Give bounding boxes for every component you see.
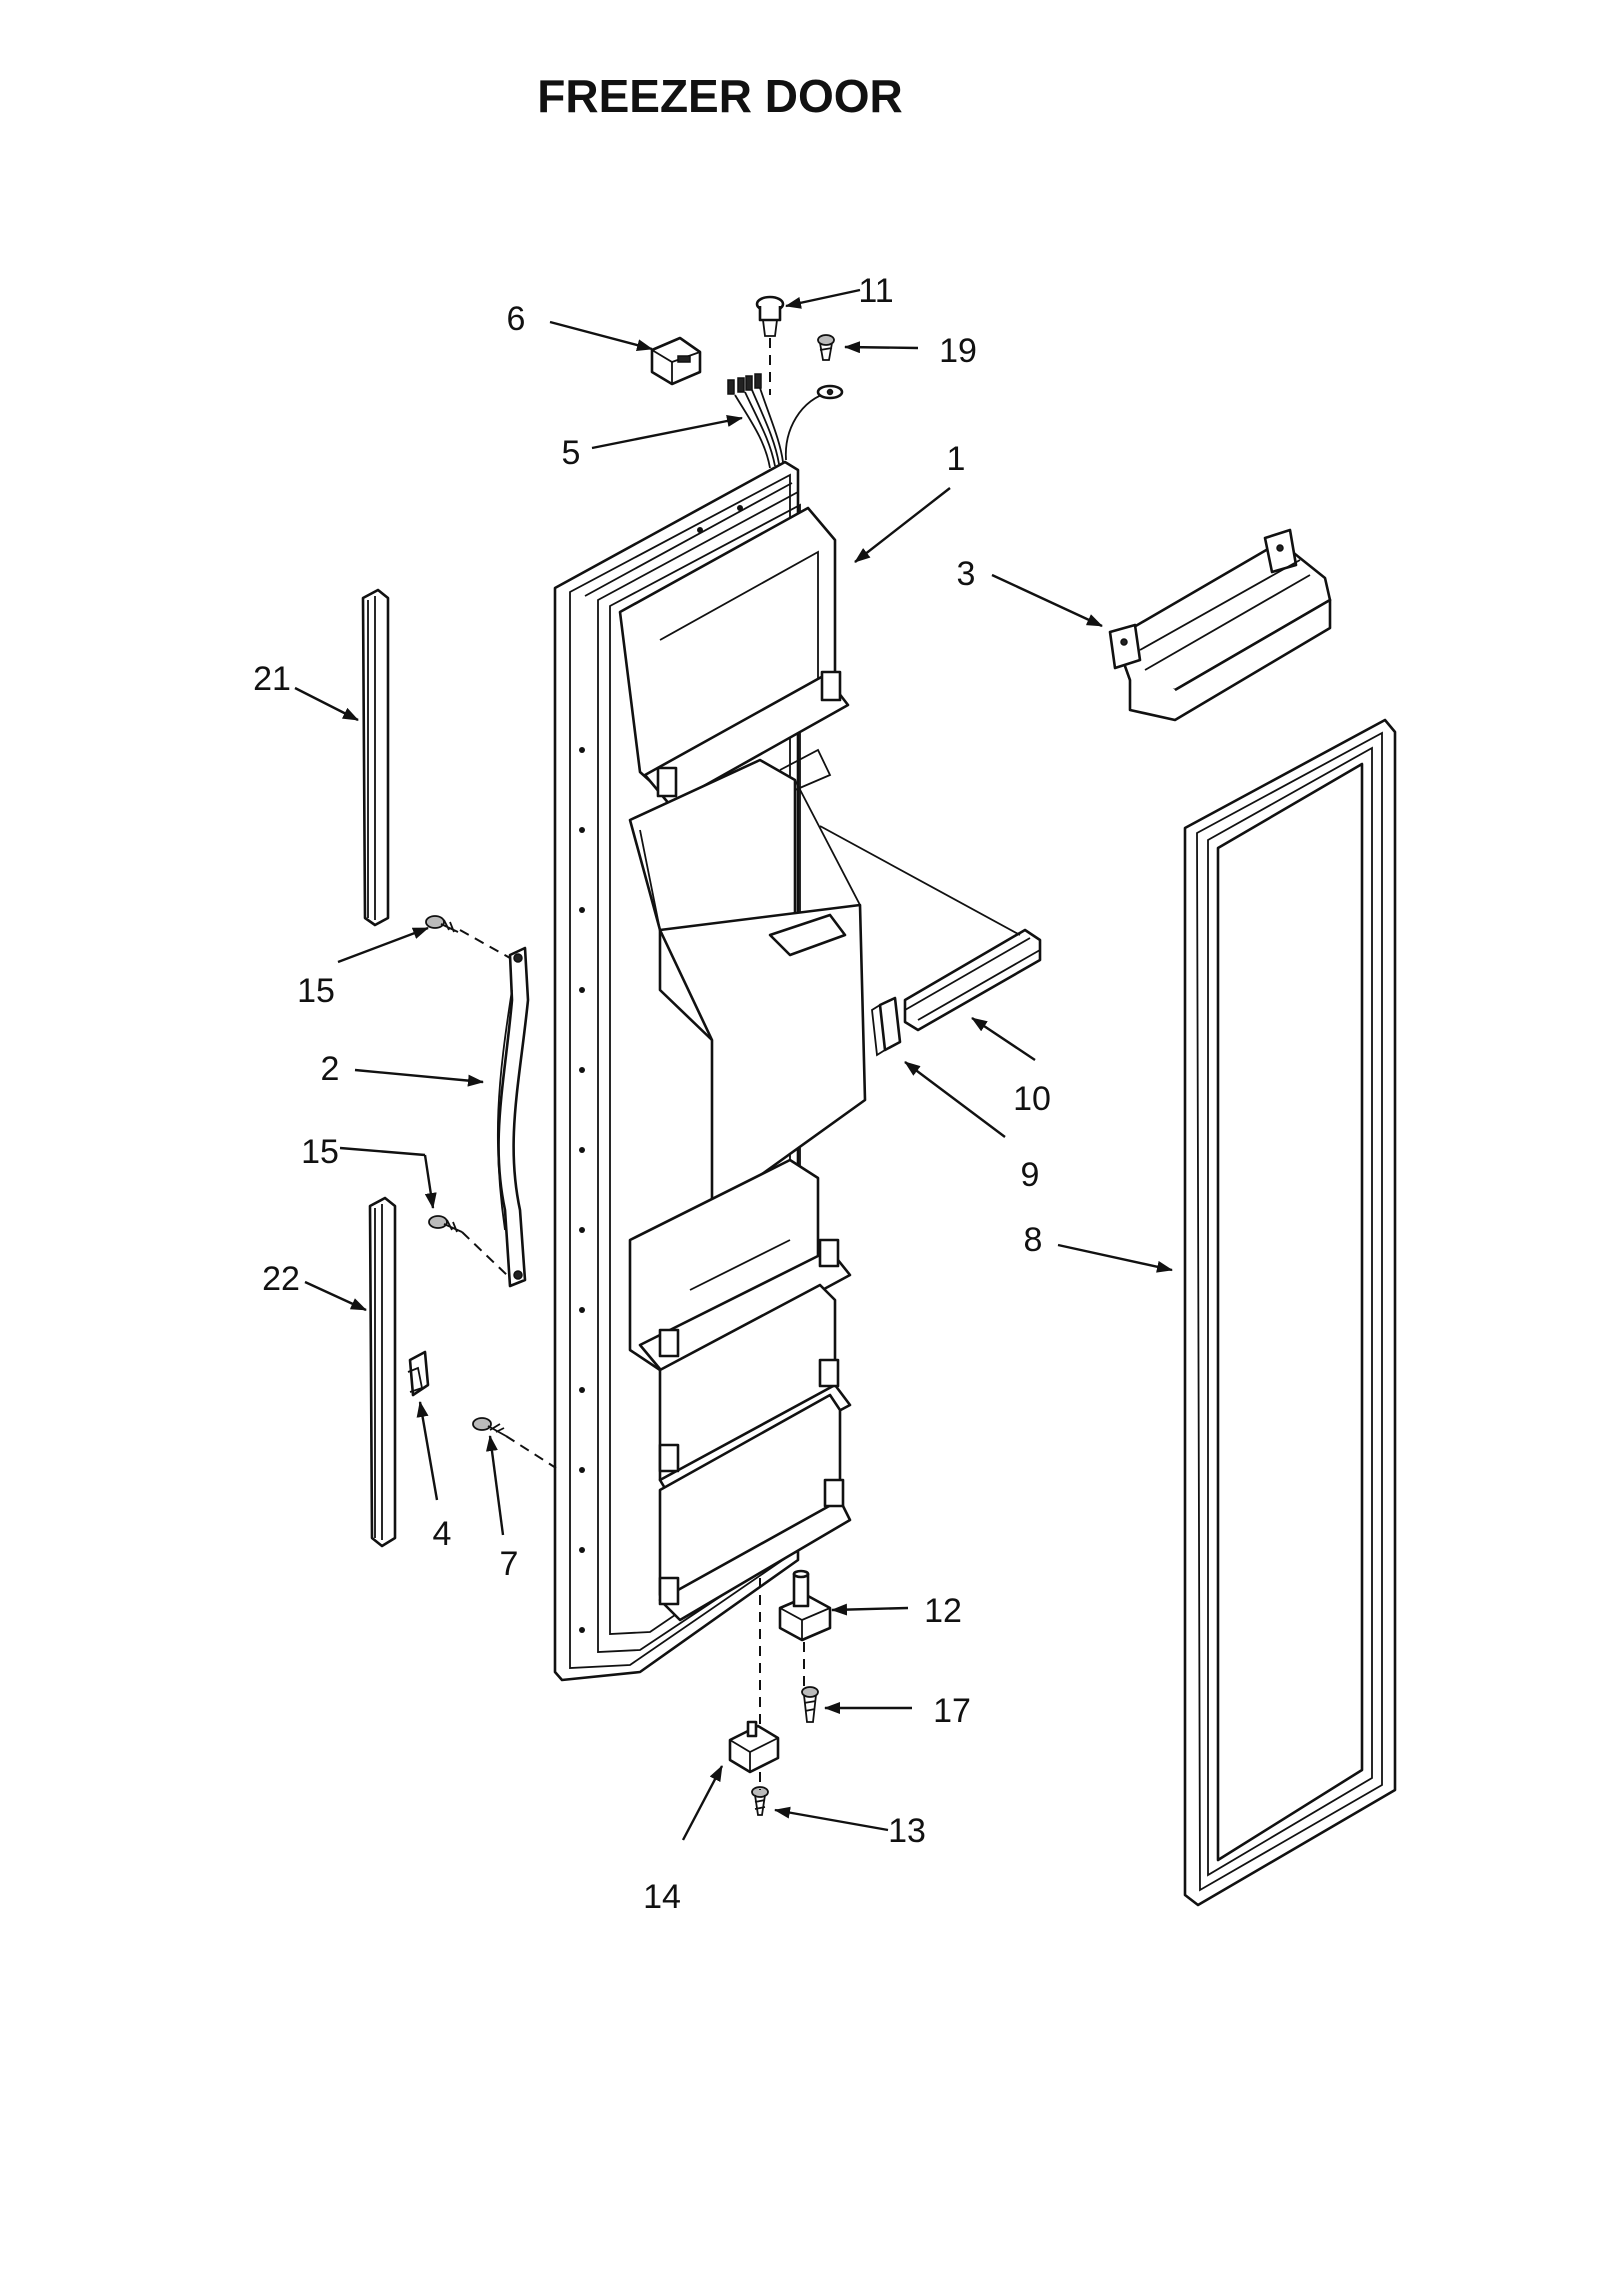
trim-end-cap-part	[871, 996, 902, 1057]
callout-7: 7	[500, 1545, 519, 1583]
callout-9: 9	[1021, 1156, 1040, 1194]
callout-2: 2	[321, 1050, 340, 1088]
trim-strip-part	[819, 825, 1042, 1032]
door-assembly-part	[553, 460, 867, 1682]
callout-15-lower: 15	[301, 1133, 339, 1171]
alignment-dashes	[459, 338, 805, 1790]
callout-17: 17	[933, 1692, 971, 1730]
door-handle-part	[496, 946, 530, 1288]
upper-door-trim-part	[361, 588, 390, 927]
screw-17-part	[801, 1686, 819, 1723]
screw-15-upper-part	[425, 915, 459, 933]
callout-1: 1	[947, 440, 966, 478]
wire-harness-part	[727, 373, 831, 469]
callout-4: 4	[433, 1515, 452, 1553]
door-gasket-part	[1183, 718, 1397, 1907]
callout-3: 3	[957, 555, 976, 593]
leader-lines	[294, 288, 1173, 1841]
callout-15-upper: 15	[297, 972, 335, 1010]
callout-22: 22	[262, 1260, 300, 1298]
lower-hinge-part	[778, 1569, 832, 1642]
switch-plug-part	[755, 295, 785, 337]
callout-11: 11	[858, 272, 893, 310]
diagram-title: FREEZER DOOR	[537, 70, 902, 122]
callout-21: 21	[253, 660, 291, 698]
screw-7-part	[472, 1417, 507, 1437]
screw-19-part	[816, 334, 844, 400]
screw-13-part	[751, 1786, 769, 1816]
lower-door-trim-part	[368, 1196, 397, 1548]
hinge-bracket-part	[728, 1720, 780, 1774]
callout-10: 10	[1013, 1080, 1051, 1118]
door-shelf-bucket-part	[1108, 528, 1332, 722]
callout-19: 19	[939, 332, 977, 370]
screw-15-lower-part	[428, 1215, 463, 1233]
clip-part	[407, 1350, 430, 1397]
callout-13: 13	[888, 1812, 926, 1850]
callout-5: 5	[562, 434, 581, 472]
callout-12: 12	[924, 1592, 962, 1630]
wire-connector-part	[650, 336, 702, 386]
callout-labels: 1 2 3 4 5 6 7 8 9 10 11 12 13 14 15 15 1…	[253, 272, 1051, 1916]
callout-14: 14	[643, 1878, 681, 1916]
callout-8: 8	[1024, 1221, 1043, 1259]
callout-6: 6	[507, 300, 526, 338]
